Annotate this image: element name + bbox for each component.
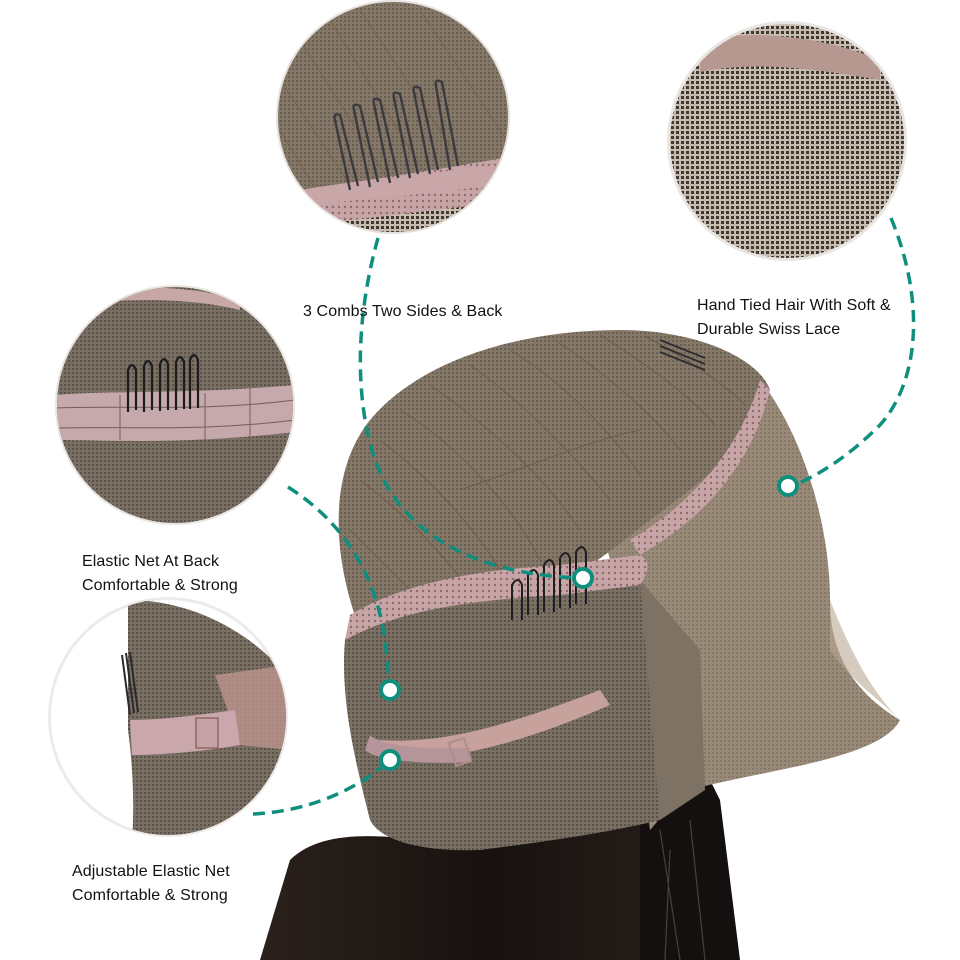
label-adjustable-line-2: Comfortable & Strong bbox=[72, 887, 228, 904]
dot-combs bbox=[572, 567, 594, 589]
label-swiss-lace: Hand Tied Hair With Soft & Durable Swiss… bbox=[697, 294, 891, 342]
label-swiss-lace-line-2: Durable Swiss Lace bbox=[697, 321, 841, 338]
swiss-lace-closeup-circle bbox=[667, 21, 907, 261]
label-adjustable-elastic: Adjustable Elastic Net Comfortable & Str… bbox=[72, 860, 230, 908]
connector-lines bbox=[252, 217, 916, 816]
wig-cap-main bbox=[260, 330, 900, 960]
elastic-back-closeup-circle bbox=[55, 285, 295, 525]
label-combs: 3 Combs Two Sides & Back bbox=[303, 300, 503, 324]
adjustable-elastic-closeup-circle bbox=[48, 597, 288, 837]
connector-elastic-back bbox=[287, 485, 392, 689]
comb-crown bbox=[659, 339, 706, 371]
label-elastic-back-line-2: Comfortable & Strong bbox=[82, 577, 238, 594]
label-adjustable-line-1: Adjustable Elastic Net bbox=[72, 863, 230, 880]
callout-dots bbox=[379, 475, 799, 771]
label-elastic-back-line-1: Elastic Net At Back bbox=[82, 553, 220, 570]
label-swiss-lace-line-1: Hand Tied Hair With Soft & bbox=[697, 297, 891, 314]
connector-swiss-lace bbox=[789, 217, 916, 489]
connector-combs bbox=[358, 237, 583, 580]
comb-main bbox=[511, 546, 587, 620]
dot-adjustable bbox=[379, 749, 401, 771]
label-combs-line-1: 3 Combs Two Sides & Back bbox=[303, 303, 503, 320]
combs-closeup-circle bbox=[276, 0, 510, 234]
dot-elastic-back bbox=[379, 679, 401, 701]
dot-swiss-lace bbox=[777, 475, 799, 497]
label-elastic-back: Elastic Net At Back Comfortable & Strong bbox=[82, 550, 238, 598]
